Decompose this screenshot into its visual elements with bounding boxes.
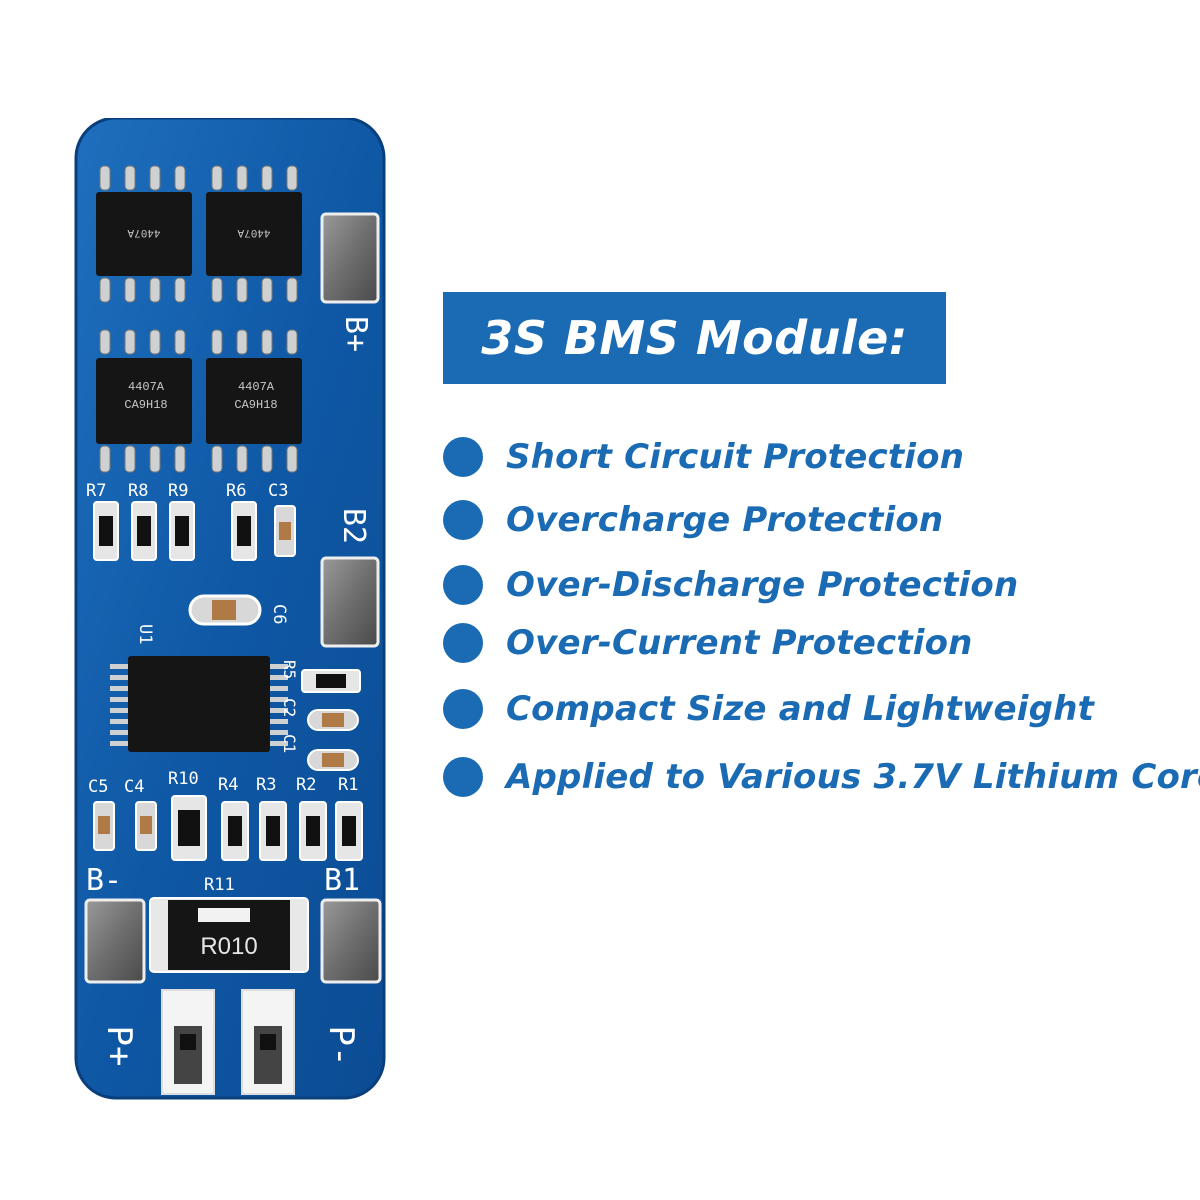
feature-text: Over-Current Protection <box>506 623 973 663</box>
feature-text: Applied to Various 3.7V Lithium Core <box>506 757 1200 797</box>
shunt-marking: R010 <box>200 933 257 960</box>
feature-text: Overcharge Protection <box>506 500 944 540</box>
label-r7: R7 <box>86 481 106 501</box>
mosfet-q4-marking-2: CA9H18 <box>234 398 277 412</box>
mosfet-q4: 4407A CA9H18 <box>206 329 302 473</box>
label-b-plus: B+ <box>338 316 373 352</box>
label-r4: R4 <box>218 775 238 795</box>
feature-item: Over-Discharge Protection <box>443 553 1018 617</box>
feature-item: Short Circuit Protection <box>443 425 964 489</box>
bullet-icon <box>443 565 483 605</box>
label-p-plus: P+ <box>99 1026 139 1067</box>
label-c5: C5 <box>88 777 108 797</box>
label-r3: R3 <box>256 775 276 795</box>
label-r2: R2 <box>296 775 316 795</box>
pad-b2 <box>320 556 380 648</box>
mosfet-q2-marking: 4407A <box>237 226 270 238</box>
mosfet-q1-marking: 4407A <box>127 226 160 238</box>
label-c6: C6 <box>269 604 289 624</box>
mosfet-q4-marking-1: 4407A <box>238 380 275 394</box>
mosfet-q3-marking-2: CA9H18 <box>124 398 167 412</box>
mosfet-q2: 4407A <box>206 165 302 303</box>
bullet-icon <box>443 757 483 797</box>
label-c2: C2 <box>280 698 299 717</box>
bullet-icon <box>443 689 483 729</box>
bms-board-photo: 4407A 4407A 4407A CA9H18 4407A <box>74 118 386 1100</box>
feature-text: Over-Discharge Protection <box>506 565 1019 605</box>
page-title: 3S BMS Module: <box>481 311 908 365</box>
feature-text: Compact Size and Lightweight <box>506 689 1095 729</box>
label-u1: U1 <box>135 624 155 644</box>
pad-b-plus <box>320 212 380 304</box>
resistor-row-2 <box>93 795 363 861</box>
label-r10: R10 <box>168 769 199 789</box>
label-r9: R9 <box>168 481 188 501</box>
label-p-minus: P- <box>321 1026 361 1067</box>
feature-item: Compact Size and Lightweight <box>443 677 1094 741</box>
pad-b1 <box>320 898 382 984</box>
label-r8: R8 <box>128 481 148 501</box>
label-r6: R6 <box>226 481 246 501</box>
label-b1: B1 <box>324 863 360 898</box>
label-c3: C3 <box>268 481 288 501</box>
label-c1: C1 <box>280 734 299 753</box>
mosfet-q1: 4407A <box>96 165 192 303</box>
bullet-icon <box>443 623 483 663</box>
bullet-icon <box>443 500 483 540</box>
feature-item: Overcharge Protection <box>443 488 943 552</box>
mosfet-q3: 4407A CA9H18 <box>96 329 192 473</box>
label-c4: C4 <box>124 777 144 797</box>
resistor-row-1 <box>93 501 296 561</box>
feature-text: Short Circuit Protection <box>506 437 965 477</box>
feature-item: Over-Current Protection <box>443 611 973 675</box>
label-r5: R5 <box>280 660 299 679</box>
title-banner: 3S BMS Module: <box>443 292 946 384</box>
ic-u1 <box>110 656 288 752</box>
terminal-p-plus <box>161 989 215 1095</box>
label-r11: R11 <box>204 875 235 895</box>
label-b-minus: B- <box>86 863 122 898</box>
mosfet-q3-marking-1: 4407A <box>128 380 165 394</box>
feature-item: Applied to Various 3.7V Lithium Core <box>443 745 1200 809</box>
label-b2: B2 <box>336 508 371 544</box>
label-r1: R1 <box>338 775 358 795</box>
bullet-icon <box>443 437 483 477</box>
pad-b-minus <box>84 898 146 984</box>
